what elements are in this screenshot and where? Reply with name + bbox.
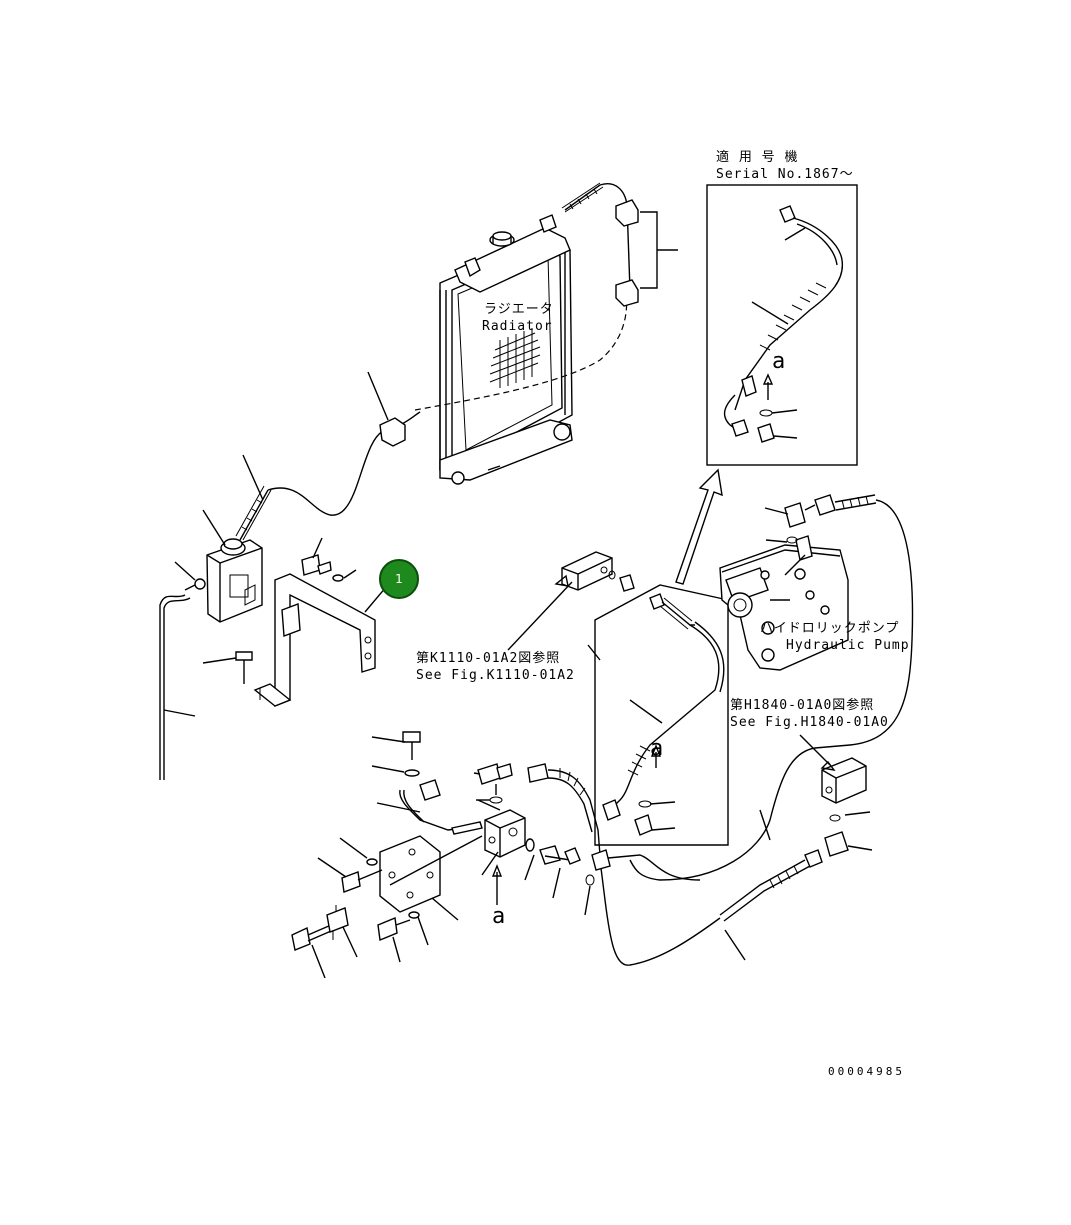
serial-inset <box>706 184 858 466</box>
callout-marker-1[interactable]: 1 <box>379 559 419 599</box>
hydraulic-pump <box>719 502 849 671</box>
applicable-serial-jp: 適 用 号 機 <box>716 150 799 165</box>
center-detail <box>594 584 729 846</box>
wrapped-hose-lower <box>527 763 701 881</box>
detail-a-lower-label: a <box>650 736 665 761</box>
reservoir-tank <box>184 538 263 623</box>
lower-valve-assembly <box>291 731 595 979</box>
radiator <box>439 214 573 485</box>
hydraulic-pump-label-jp: ハイドロリックポンプ <box>760 621 900 636</box>
hydraulic-pump-label-en: Hydraulic Pump <box>786 638 910 653</box>
applicable-serial-en: Serial No.1867～ <box>716 167 854 182</box>
tank-bracket <box>253 573 376 708</box>
ref-h1840-en: See Fig.H1840-01A0 <box>730 715 889 730</box>
ref-k1110-en: See Fig.K1110-01A2 <box>416 668 575 683</box>
right-fittings <box>824 811 873 857</box>
valve-block-small <box>507 551 635 651</box>
radiator-label-jp: ラジエータ <box>484 302 554 317</box>
ref-h1840-jp: 第H1840-01A0図参照 <box>730 698 875 713</box>
detail-a-center-label: a <box>492 904 507 929</box>
document-number: 00004985 <box>828 1065 905 1078</box>
ref-k1110-jp: 第K1110-01A2図参照 <box>416 651 561 666</box>
radiator-label-en: Radiator <box>482 319 553 334</box>
bracket-bolts <box>202 537 393 684</box>
detail-a-inset-label: a <box>772 349 787 374</box>
arrow-to-inset <box>675 468 723 585</box>
valve-block-right <box>799 734 867 804</box>
